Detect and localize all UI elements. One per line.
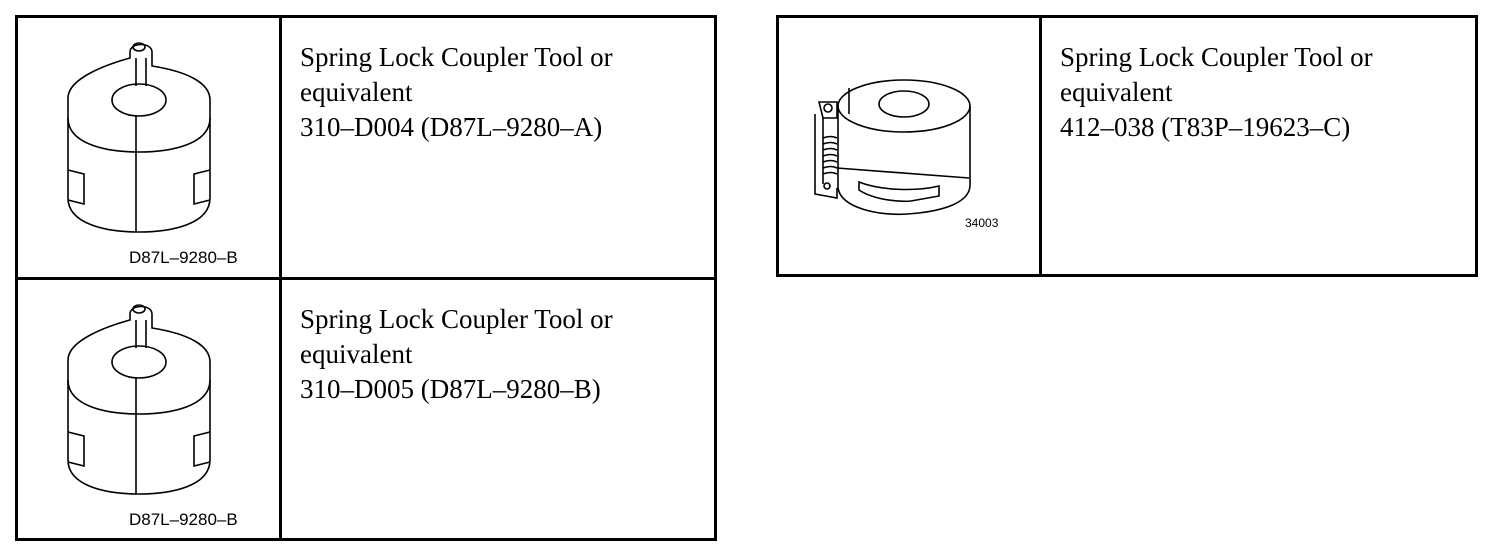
figure-caption: 34003 — [965, 216, 999, 230]
coupler-tool-icon — [18, 18, 282, 278]
tool-name-line: Spring Lock Coupler Tool or — [1060, 42, 1373, 72]
tool-image-cell: 34003 — [779, 18, 1042, 274]
tool-image-cell: D87L–9280–B — [18, 280, 282, 538]
tool-description: Spring Lock Coupler Tool or equivalent 3… — [282, 18, 714, 277]
tool-row: D87L–9280–B Spring Lock Coupler Tool or … — [18, 280, 714, 538]
tool-part-number: 310–D005 (D87L–9280–B) — [300, 374, 601, 404]
tool-name-line: Spring Lock Coupler Tool or — [300, 42, 613, 72]
tool-name-line: equivalent — [300, 339, 413, 369]
spring-coupler-tool-icon — [779, 18, 1042, 274]
tool-table-left: D87L–9280–B Spring Lock Coupler Tool or … — [15, 15, 717, 541]
tool-name-line: equivalent — [1060, 77, 1173, 107]
figure-caption: D87L–9280–B — [129, 248, 238, 267]
tool-table-right: 34003 Spring Lock Coupler Tool or equiva… — [776, 15, 1478, 277]
tool-name-line: equivalent — [300, 77, 413, 107]
tool-description: Spring Lock Coupler Tool or equivalent 3… — [282, 280, 714, 538]
tool-name-line: Spring Lock Coupler Tool or — [300, 304, 613, 334]
coupler-tool-icon — [18, 280, 282, 538]
tool-description: Spring Lock Coupler Tool or equivalent 4… — [1042, 18, 1475, 274]
figure-caption: D87L–9280–B — [129, 510, 238, 529]
tool-part-number: 412–038 (T83P–19623–C) — [1060, 112, 1351, 142]
tool-row: 34003 Spring Lock Coupler Tool or equiva… — [779, 18, 1475, 274]
tool-image-cell: D87L–9280–B — [18, 18, 282, 277]
tool-part-number: 310–D004 (D87L–9280–A) — [300, 112, 603, 142]
tool-row: D87L–9280–B Spring Lock Coupler Tool or … — [18, 18, 714, 280]
